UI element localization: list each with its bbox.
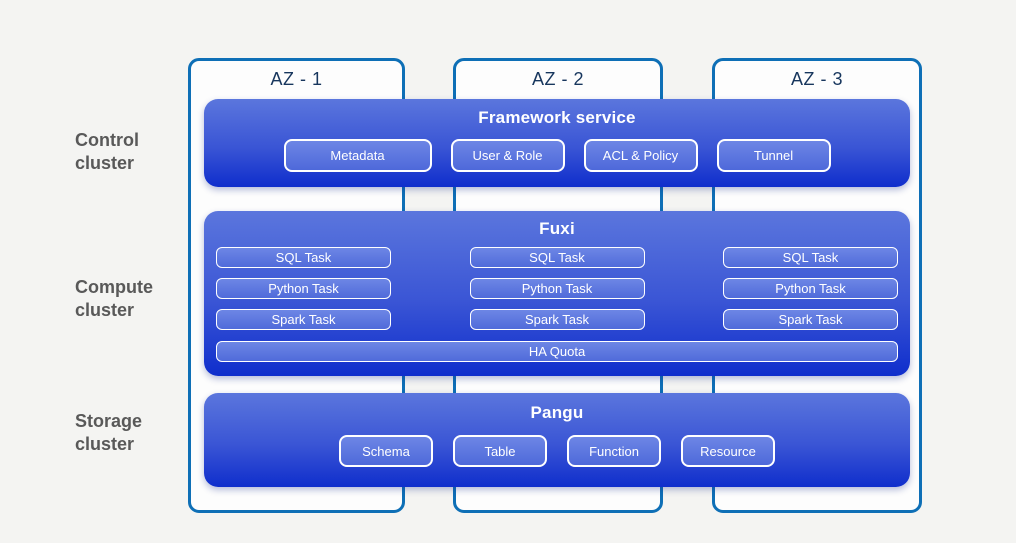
az-1-label: AZ - 1 [270,69,323,89]
spark-task-chip: Spark Task [216,309,391,330]
spark-task-chip: Spark Task [469,309,645,330]
fuxi-task-column-az1: SQL Task Python Task Spark Task [216,247,391,330]
storage-cluster-label: Storage cluster [75,410,142,456]
compute-cluster-label-line1: Compute [75,277,153,297]
schema-chip: Schema [339,435,433,467]
storage-cluster-label-line1: Storage [75,411,143,431]
pangu-panel: Pangu Schema Table Function Resource [204,393,910,487]
tunnel-chip: Tunnel [716,139,831,172]
sql-task-chip: SQL Task [469,247,645,268]
storage-cluster-label-line2: cluster [75,434,135,454]
az-2-label: AZ - 2 [531,69,584,89]
fuxi-panel: Fuxi SQL Task Python Task Spark Task SQL… [204,211,910,376]
control-cluster-label-line1: Control [75,130,139,150]
pangu-title: Pangu [530,403,584,422]
control-cluster-label-line2: cluster [75,153,135,173]
ha-quota-bar: HA Quota [216,341,898,362]
az-3-label: AZ - 3 [790,69,843,89]
compute-cluster-label: Compute cluster [75,276,153,322]
python-task-chip: Python Task [723,278,898,299]
fuxi-title: Fuxi [539,219,575,238]
sql-task-chip: SQL Task [216,247,391,268]
framework-service-chip-row: Metadata User & Role ACL & Policy Tunnel [216,139,898,172]
user-role-chip: User & Role [450,139,565,172]
resource-chip: Resource [681,435,775,467]
acl-policy-chip: ACL & Policy [583,139,698,172]
function-chip: Function [567,435,661,467]
framework-service-panel: Framework service Metadata User & Role A… [204,99,910,187]
fuxi-task-grid: SQL Task Python Task Spark Task SQL Task… [216,247,898,330]
metadata-chip: Metadata [283,139,432,172]
compute-cluster-label-line2: cluster [75,300,135,320]
python-task-chip: Python Task [216,278,391,299]
table-chip: Table [453,435,547,467]
python-task-chip: Python Task [469,278,645,299]
control-cluster-label: Control cluster [75,129,139,175]
framework-service-title: Framework service [478,108,636,127]
spark-task-chip: Spark Task [723,309,898,330]
sql-task-chip: SQL Task [723,247,898,268]
fuxi-task-column-az3: SQL Task Python Task Spark Task [723,247,898,330]
fuxi-task-column-az2: SQL Task Python Task Spark Task [469,247,645,330]
pangu-chip-row: Schema Table Function Resource [216,435,898,467]
